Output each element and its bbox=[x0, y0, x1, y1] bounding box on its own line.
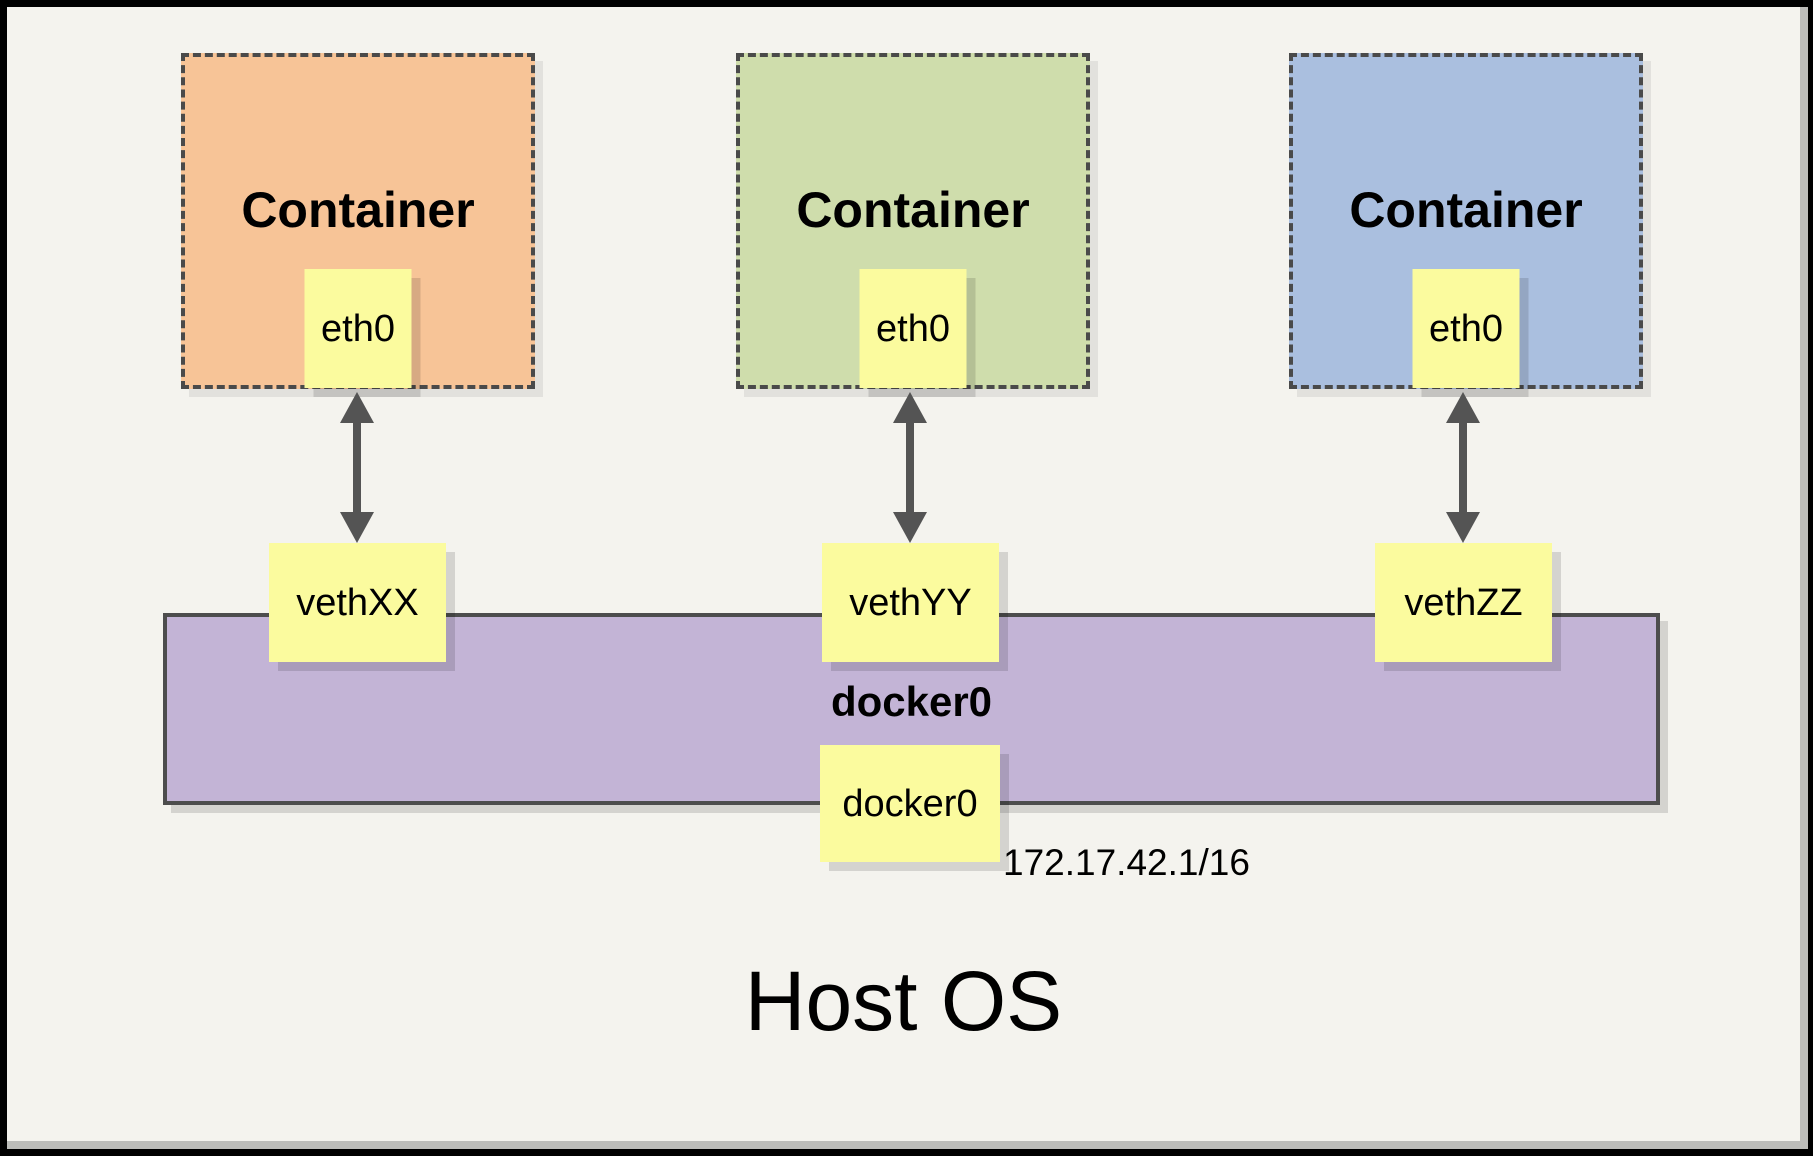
vethYY-chip: vethYY bbox=[822, 543, 999, 662]
host-os-title: Host OS bbox=[744, 954, 1063, 1048]
vethXX-label: vethXX bbox=[296, 581, 419, 624]
container-box-1: Container eth0 bbox=[181, 53, 535, 389]
container-1-eth0-chip: eth0 bbox=[304, 269, 412, 388]
container-2-eth0-chip: eth0 bbox=[859, 269, 967, 388]
vethZZ-label: vethZZ bbox=[1404, 581, 1523, 624]
vethXX-chip: vethXX bbox=[269, 543, 446, 662]
docker0-interface-label: docker0 bbox=[842, 782, 978, 825]
docker0-bridge-title: docker0 bbox=[830, 678, 993, 725]
vethZZ-chip: vethZZ bbox=[1375, 543, 1552, 662]
container-3-eth0-label: eth0 bbox=[1429, 307, 1503, 350]
container-3-eth0-chip: eth0 bbox=[1412, 269, 1520, 388]
double-arrow-icon bbox=[340, 392, 374, 543]
double-arrow-icon bbox=[893, 392, 927, 543]
container-2-title: Container bbox=[796, 182, 1030, 238]
double-arrow-icon bbox=[1446, 392, 1480, 543]
container-1-title: Container bbox=[241, 182, 475, 238]
diagram-canvas: Container eth0 Container eth0 Container … bbox=[7, 7, 1808, 1149]
container-box-3: Container eth0 bbox=[1289, 53, 1643, 389]
vethYY-label: vethYY bbox=[849, 581, 972, 624]
container-1-eth0-label: eth0 bbox=[321, 307, 395, 350]
docker0-ip-address: 172.17.42.1/16 bbox=[1003, 842, 1250, 883]
docker0-interface-chip: docker0 bbox=[820, 745, 1000, 862]
container-box-2: Container eth0 bbox=[736, 53, 1090, 389]
container-2-eth0-label: eth0 bbox=[876, 307, 950, 350]
container-3-title: Container bbox=[1349, 182, 1583, 238]
